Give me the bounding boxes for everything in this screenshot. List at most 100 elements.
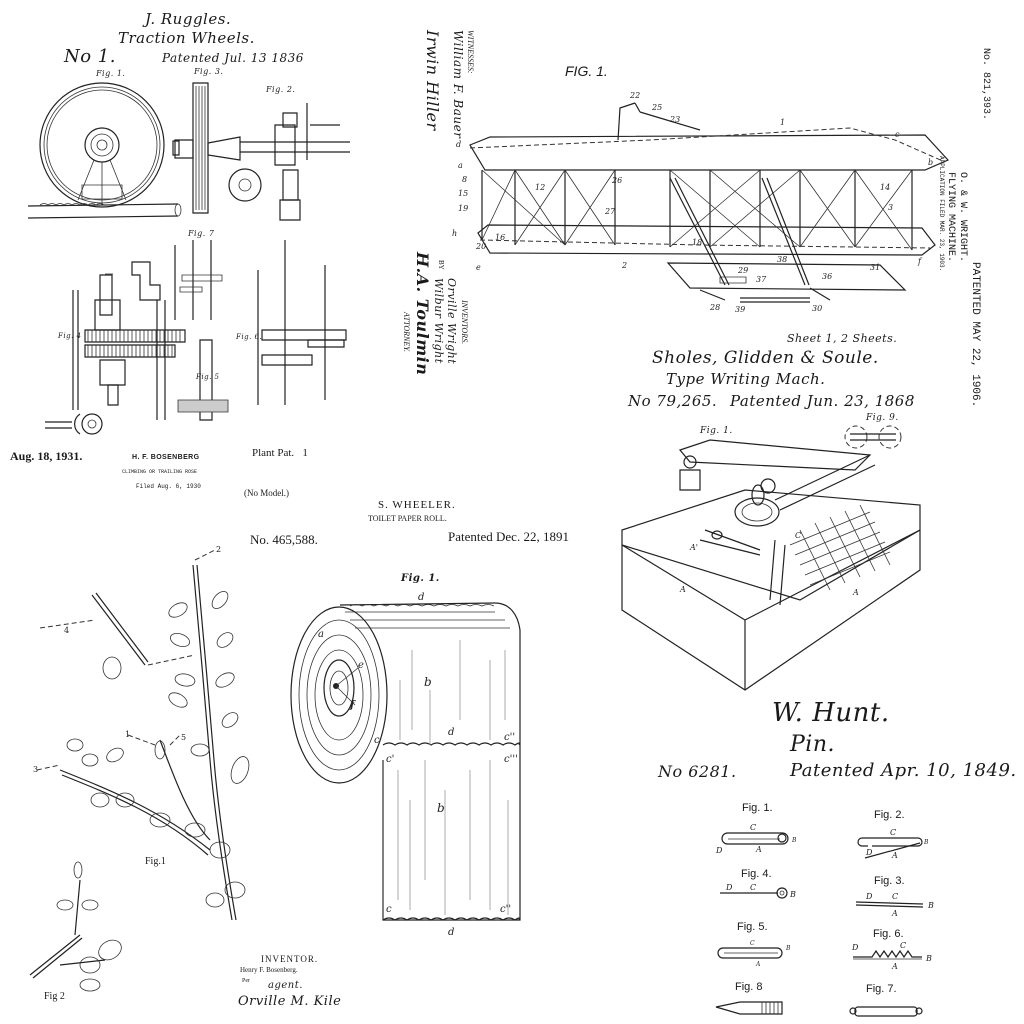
hunt-patented: Patented Apr. 10, 1849.	[790, 760, 1017, 781]
roll-part-label: d	[448, 727, 454, 738]
ruggles-patented: Patented Jul. 13 1836	[162, 51, 304, 65]
wright-part-label: 20	[475, 242, 486, 251]
wright-part-label: 36	[822, 272, 832, 281]
pin-part-label: B	[791, 837, 797, 844]
pin-part-label: A	[755, 961, 761, 968]
hunt-fig-label: Fig. 6.	[873, 928, 904, 940]
hunt-inventor: W. Hunt.	[772, 698, 890, 728]
sholes-part-label: A	[852, 588, 859, 597]
hunt-fig-label: Fig. 8	[735, 981, 763, 993]
roll-part-label: d	[418, 592, 424, 603]
ruggles-inventor: J. Ruggles.	[145, 10, 232, 28]
ruggles-fig-label: Fig. 1.	[96, 69, 126, 78]
hunt-fig-label: Fig. 2.	[874, 809, 905, 821]
pin-part-label: D	[725, 883, 733, 892]
roll-part-label: e	[358, 660, 364, 671]
bosenberg-inventor: H. F. BOSENBERG	[132, 454, 200, 461]
roll-part-label: c'''	[504, 754, 518, 765]
wright-part-label: c	[895, 130, 900, 139]
pin-part-label: A	[891, 962, 898, 971]
bosenberg-agent-signature: Orville M. Kile	[238, 994, 342, 1009]
wheeler-inventor: S. WHEELER.	[378, 499, 456, 511]
wright-part-label: d	[456, 140, 461, 149]
wright-part-label: 16	[495, 233, 505, 242]
ruggles-fig-label: Fig. 7	[188, 229, 215, 238]
hunt-fig-label: Fig. 3.	[874, 875, 905, 887]
wright-part-label: a	[458, 161, 463, 170]
pin-part-label: A	[891, 851, 898, 860]
pin-part-label: C	[892, 892, 898, 901]
bosenberg-fig-1: Fig.1	[145, 856, 166, 867]
hunt-fig-label: Fig. 1.	[742, 802, 773, 814]
bosenberg-agent: agent.	[268, 980, 303, 991]
hunt-number: No 6281.	[658, 762, 737, 781]
ruggles-fig-label: Fig. 4	[58, 332, 82, 340]
wright-part-label: 30	[812, 304, 822, 313]
roll-part-label: c	[386, 904, 392, 915]
pin-part-label: B	[927, 901, 934, 910]
wright-part-label: 1	[780, 118, 785, 127]
pin-part-label: A	[891, 909, 898, 918]
sholes-fig-9: Fig. 9.	[866, 413, 899, 423]
roll-part-label: c	[374, 735, 380, 746]
wright-fig-label: FIG. 1.	[565, 63, 608, 79]
wright-part-label: 27	[604, 207, 616, 216]
hunt-title: Pin.	[790, 732, 836, 757]
pin-part-label: B	[789, 890, 796, 899]
pin-part-label: A	[755, 845, 762, 854]
wright-part-label: 25	[651, 103, 662, 112]
wright-part-label: b	[928, 158, 933, 167]
pin-part-label: C	[750, 940, 755, 947]
wright-part-label: 37	[756, 275, 767, 284]
wright-part-label: 23	[669, 115, 680, 124]
ruggles-number: No 1.	[64, 46, 116, 67]
roll-part-label: d	[448, 927, 454, 938]
wright-part-label: 26	[611, 176, 622, 185]
wheeler-no-model: (No Model.)	[244, 488, 289, 498]
wheeler-patented: Patented Dec. 22, 1891	[448, 529, 569, 544]
bosenberg-per: Per	[242, 978, 250, 984]
roll-part-label: c'	[386, 754, 394, 765]
wright-part-label: e	[476, 263, 481, 272]
sholes-sheet: Sheet 1, 2 Sheets.	[787, 332, 898, 345]
pin-part-label: D	[865, 892, 873, 901]
wright-part-label: 39	[735, 305, 745, 314]
bosenberg-title: CLIMBING OR TRAILING ROSE	[122, 469, 198, 475]
pin-part-label: D	[851, 943, 859, 952]
wright-part-label: 22	[629, 91, 640, 100]
pin-part-label: B	[785, 945, 791, 952]
bosenberg-fig-2: Fig 2	[44, 991, 65, 1002]
bosenberg-inventor-label: INVENTOR.	[261, 954, 319, 964]
wheeler-fig-label: Fig. 1.	[401, 573, 440, 584]
ruggles-fig-label: Fig. 5	[196, 373, 220, 381]
wright-part-label: 38	[777, 255, 787, 264]
hunt-fig-label: Fig. 4.	[741, 868, 772, 880]
sholes-part-label: A'	[689, 543, 698, 552]
roll-part-label: f	[349, 700, 356, 711]
roll-part-label: c''	[504, 732, 515, 743]
rose-part-label: 2	[216, 545, 221, 554]
wright-part-label: h	[452, 229, 457, 238]
ruggles-fig-label: Fig. 6.	[236, 333, 263, 341]
pin-part-label: D	[865, 848, 873, 857]
bosenberg-date: Aug. 18, 1931.	[10, 449, 83, 463]
wright-part-label: 28	[709, 303, 720, 312]
roll-part-label: b	[424, 675, 432, 689]
bosenberg-inventor-name: Henry F. Bosenberg.	[240, 966, 298, 974]
wright-part-label: 2	[621, 261, 627, 270]
rose-part-label: 5	[181, 733, 186, 742]
roll-part-label: c''	[500, 904, 511, 915]
wright-part-label: f	[917, 257, 923, 266]
pin-part-label: C	[750, 883, 756, 892]
wright-part-label: 18	[692, 238, 702, 247]
bosenberg-plant-patent: Plant Pat. 1	[252, 447, 308, 459]
wheeler-title: TOILET PAPER ROLL.	[368, 514, 447, 523]
roll-part-label: b	[437, 801, 445, 815]
pin-part-label: C	[890, 828, 896, 837]
